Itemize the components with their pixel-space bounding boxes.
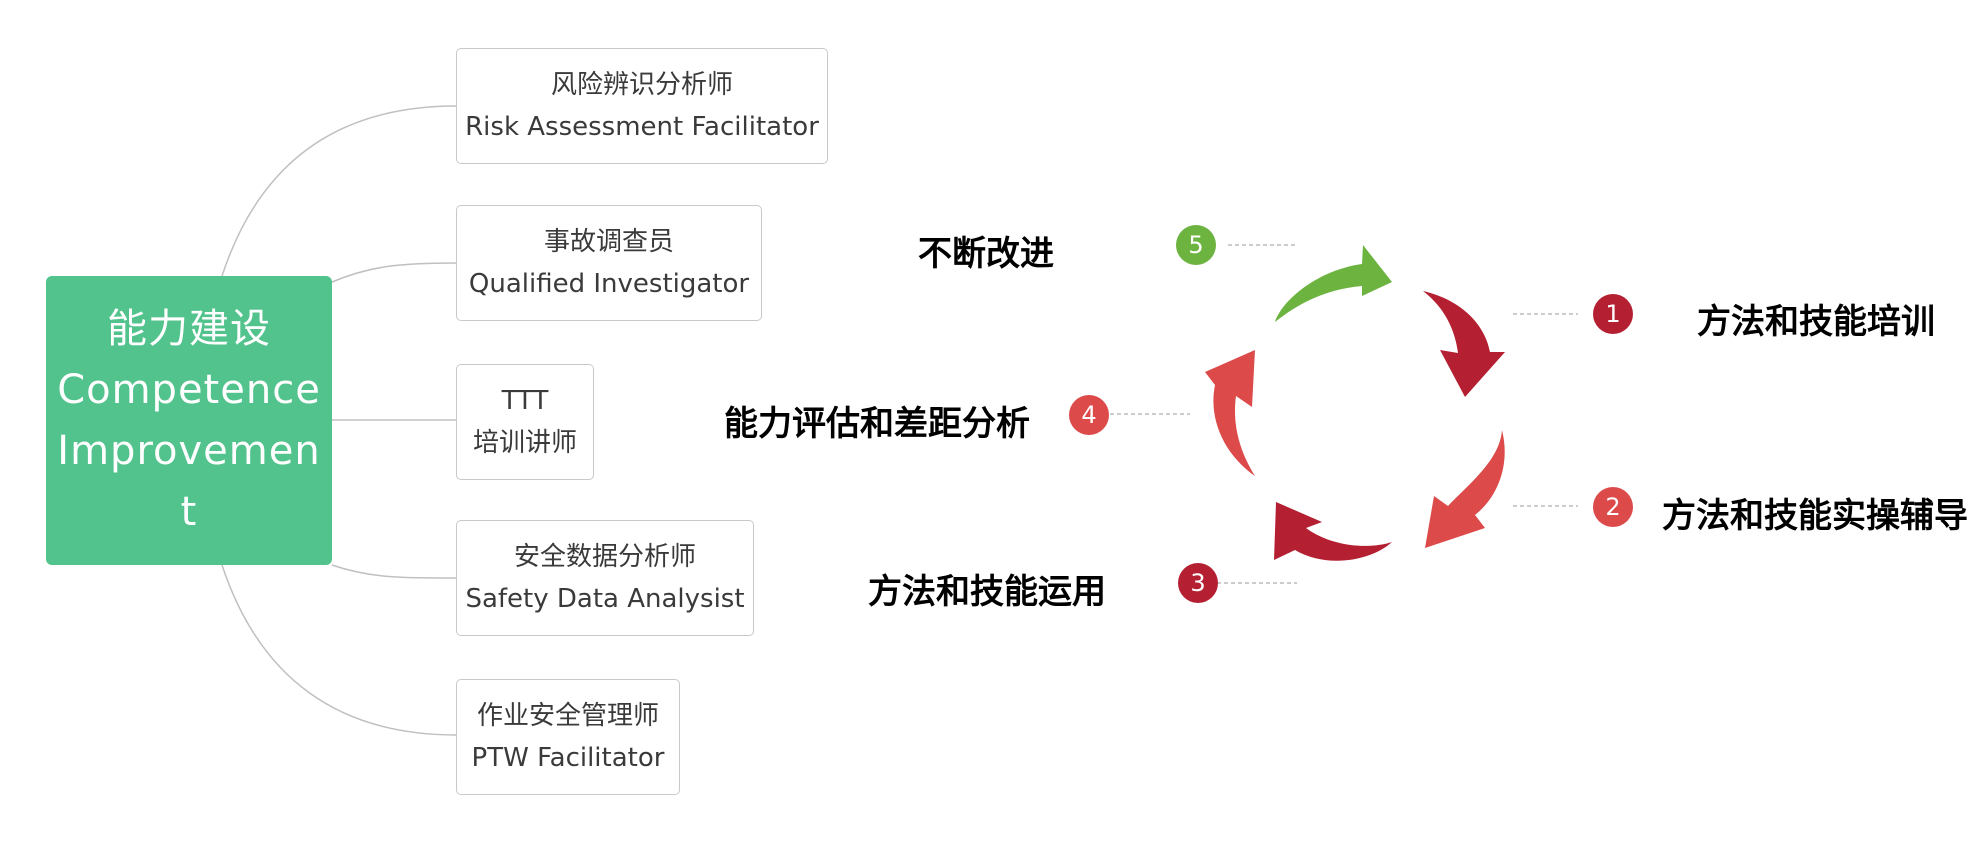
branch-safety-data-analyst: 安全数据分析师 Safety Data Analysist — [456, 520, 754, 636]
cycle-label-3: 方法和技能运用 — [868, 572, 1106, 612]
branch-label-zh: 作业安全管理师 — [476, 701, 659, 731]
cycle-arrow-step-1 — [1423, 291, 1505, 397]
branch-label-bottom: 培训讲师 — [472, 428, 577, 458]
branch-label-zh: 风险辨识分析师 — [550, 70, 733, 100]
connector-branch-1 — [221, 105, 457, 277]
cycle-arrow-green — [1275, 245, 1392, 322]
cycle-arrow-step-3 — [1274, 502, 1392, 561]
step-number-1: 1 — [1593, 294, 1633, 334]
root-title-zh: 能力建设 — [107, 305, 271, 352]
connector-branch-2 — [331, 262, 457, 283]
step-number-2: 2 — [1593, 487, 1633, 527]
step-number-3: 3 — [1178, 563, 1218, 603]
cycle-label-5: 不断改进 — [918, 234, 1054, 274]
branch-label-en: PTW Facilitator — [471, 743, 665, 773]
branch-ttt: TTT 培训讲师 — [456, 364, 594, 480]
branch-label-zh: 安全数据分析师 — [513, 542, 696, 572]
branch-label-en: Qualified Investigator — [468, 269, 750, 299]
root-title-en-1: Competence — [57, 366, 321, 413]
cycle-arrow-step-4 — [1205, 350, 1255, 476]
branch-label-en: Safety Data Analysist — [465, 584, 745, 614]
cycle-label-1: 方法和技能培训 — [1697, 302, 1935, 342]
connector-branch-4 — [331, 564, 457, 579]
root-title-en-3: t — [180, 488, 198, 535]
cycle-label-2: 方法和技能实操辅导 — [1662, 496, 1968, 536]
cycle-arrow-step-2 — [1425, 430, 1505, 548]
branch-label-top: TTT — [501, 386, 549, 416]
step-number-4: 4 — [1069, 395, 1109, 435]
connector-branch-5 — [221, 564, 457, 736]
branch-risk-assessment: 风险辨识分析师 Risk Assessment Facilitator — [456, 48, 828, 164]
step-number-5: 5 — [1176, 225, 1216, 265]
root-node: 能力建设 Competence Improvemen t — [46, 276, 332, 565]
branch-label-en: Risk Assessment Facilitator — [465, 112, 819, 142]
root-title-en-2: Improvemen — [57, 427, 321, 474]
branch-label-zh: 事故调查员 — [543, 227, 674, 257]
branch-ptw-facilitator: 作业安全管理师 PTW Facilitator — [456, 679, 680, 795]
cycle-label-4: 能力评估和差距分析 — [724, 404, 1030, 444]
branch-qualified-investigator: 事故调查员 Qualified Investigator — [456, 205, 762, 321]
